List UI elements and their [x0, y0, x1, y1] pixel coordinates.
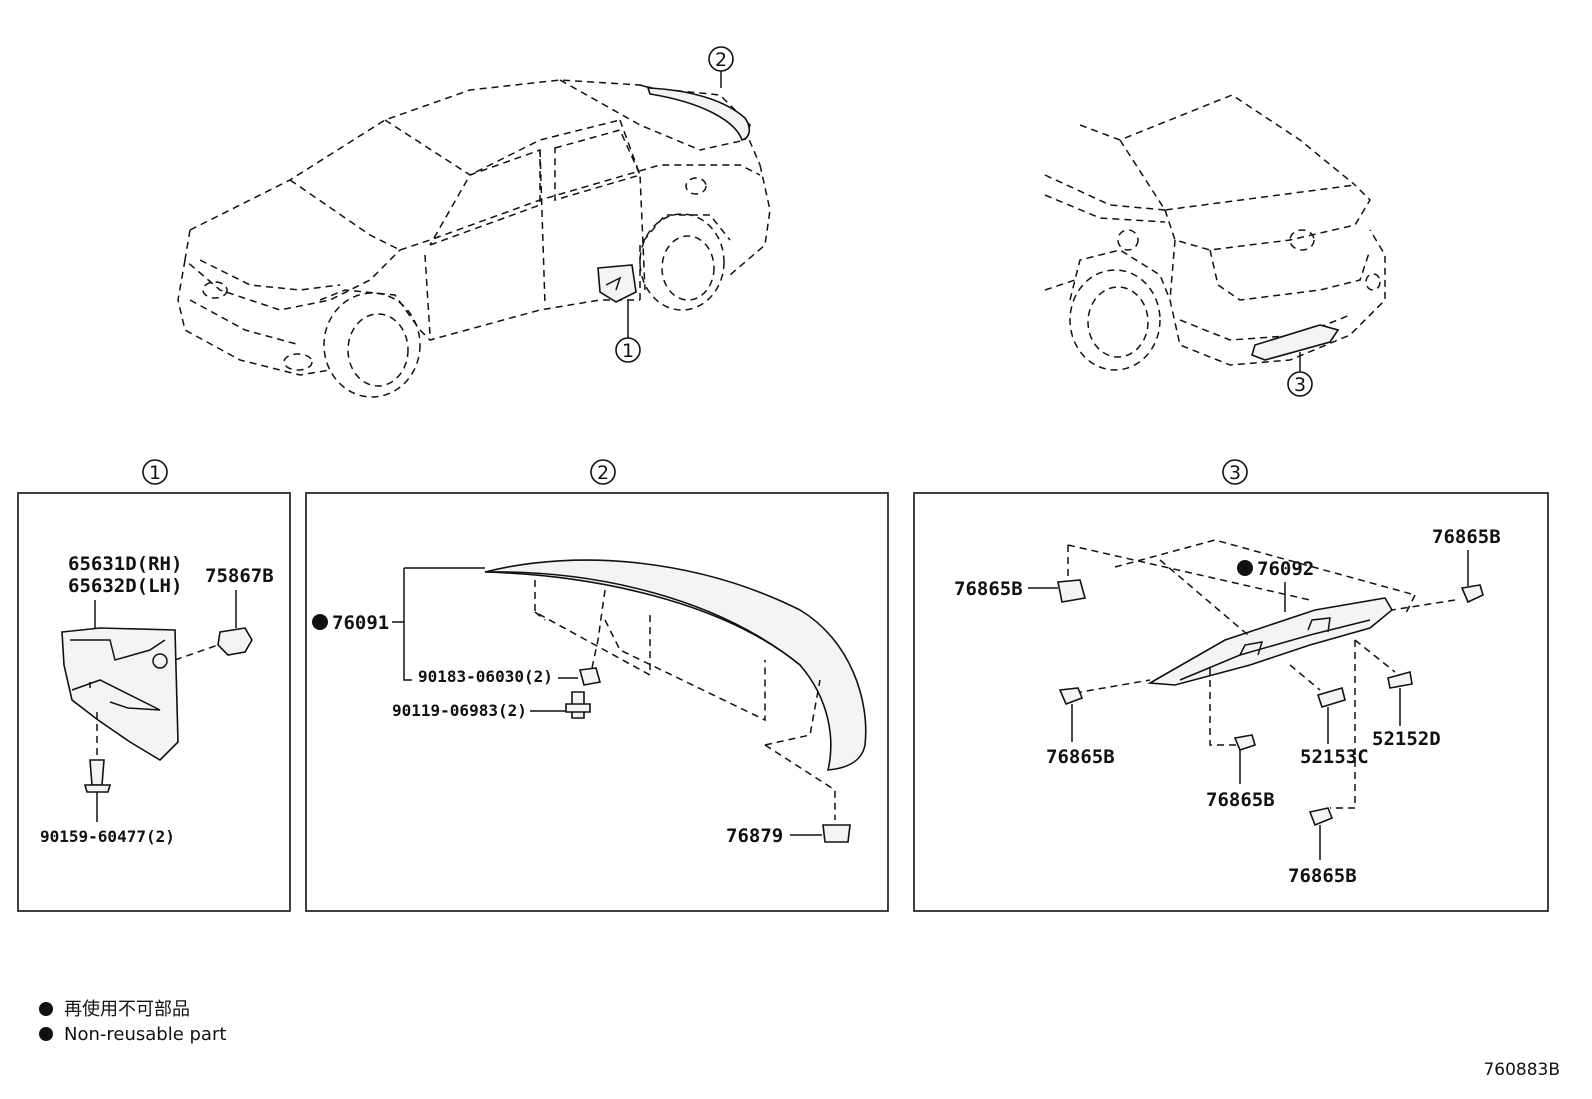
callout-label: 1	[622, 340, 634, 362]
panel-2-frame	[305, 492, 889, 912]
clip-mid-left	[1058, 687, 1084, 706]
car-rear-view	[1044, 94, 1386, 371]
non-reusable-dot	[312, 614, 328, 630]
callout-3-top: 3	[1287, 352, 1313, 397]
part-label-65632d: 65632D(LH)	[68, 575, 182, 597]
legend-text-jp: 再使用不可部品	[64, 999, 190, 1020]
car-front-view	[177, 79, 771, 398]
panel-1: 65631D(RH) 65632D(LH) 75867B 90159-60477…	[17, 492, 291, 912]
garnish-part	[1147, 597, 1394, 686]
part-label-90159: 90159-60477(2)	[40, 827, 175, 846]
part-label-90183: 90183-06030(2)	[418, 667, 553, 686]
part-label-76879: 76879	[726, 825, 783, 847]
svg-text:2: 2	[597, 462, 609, 484]
section-callout-1: 1	[142, 459, 168, 485]
callout-label: 2	[715, 49, 727, 71]
clip-bottom	[1308, 807, 1334, 827]
part-label-76865b-mid: 76865B	[1206, 789, 1275, 811]
callout-2-top: 2	[708, 46, 734, 88]
part-label-76865b-ml: 76865B	[1046, 746, 1115, 768]
screw-part	[89, 759, 105, 786]
section-callout-3: 3	[1222, 459, 1248, 485]
legend-dot-en	[39, 1027, 53, 1041]
legend-dot-jp	[39, 1002, 53, 1016]
nut-part	[578, 667, 602, 686]
diagram-code: 760883B	[1483, 1060, 1560, 1080]
part-label-65631d: 65631D(RH)	[68, 553, 182, 575]
panel-1-frame	[17, 492, 291, 912]
callout-label: 3	[1294, 374, 1306, 396]
clip-part	[217, 627, 253, 656]
panel-2: 76091 90183-06030(2) 90119-06983(2) 7687…	[305, 492, 889, 912]
part-label-75867b: 75867B	[205, 565, 274, 587]
seal-part	[822, 824, 851, 843]
part-label-76865b-bot: 76865B	[1288, 865, 1357, 887]
part-label-76865b-tl: 76865B	[954, 578, 1023, 600]
clip-middle	[1233, 734, 1256, 751]
clip-top-right	[1460, 584, 1484, 604]
part-label-76092: 76092	[1257, 558, 1314, 580]
part-label-52152d: 52152D	[1372, 728, 1441, 750]
cover-52152d	[1387, 670, 1413, 689]
panel-3: 76865B 76865B 76092 76865B 52153C 52152D…	[913, 492, 1549, 912]
clip-top-left	[1057, 579, 1087, 603]
svg-text:3: 3	[1229, 462, 1241, 484]
svg-text:1: 1	[149, 462, 161, 484]
panel-3-frame	[913, 492, 1549, 912]
spoiler-part	[484, 559, 867, 771]
legend-text-en: Non-reusable part	[64, 1024, 226, 1045]
callout-1-top: 1	[615, 300, 641, 363]
part-label-76091: 76091	[332, 612, 389, 634]
section-callout-2: 2	[590, 459, 616, 485]
non-reusable-dot	[1237, 560, 1253, 576]
legend: 再使用不可部品 Non-reusable part	[39, 999, 226, 1045]
part-label-90119: 90119-06983(2)	[392, 701, 527, 720]
part-label-52153c: 52153C	[1300, 746, 1369, 768]
mudguard-part	[61, 627, 179, 762]
cover-52153c	[1316, 686, 1346, 708]
part-label-76865b-tr: 76865B	[1432, 526, 1501, 548]
